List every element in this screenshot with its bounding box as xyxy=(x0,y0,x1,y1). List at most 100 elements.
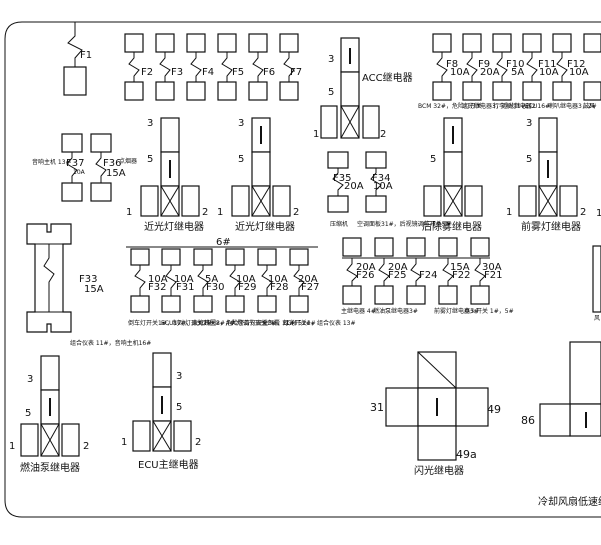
partial-component-right xyxy=(592,245,601,313)
fuse-f1[interactable]: F1 xyxy=(63,22,92,96)
fuse-note: 远光继电器3，近光继电器2 xyxy=(462,102,536,110)
fuse-f6[interactable]: F6 xyxy=(248,33,275,101)
fuse-f11[interactable]: F11 10A ECU16# xyxy=(522,33,559,110)
low-beam-relay-1[interactable]: 3 5 1 2 近光灯继电器 xyxy=(126,117,208,233)
pin-label: 49a xyxy=(456,448,477,461)
pin-label: 3 xyxy=(328,54,334,65)
fuse-label: F3 xyxy=(171,67,183,78)
acc-relay[interactable]: 3 5 1 2 ACC继电器 xyxy=(313,37,413,140)
fuse-f10[interactable]: F10 5A 行李厢灯1#， xyxy=(492,33,532,110)
fuse-label: F34 xyxy=(372,173,390,184)
fuse-f28[interactable]: 10A F28 安全气囊 11# xyxy=(256,248,295,327)
fuse-label: F30 xyxy=(206,282,224,293)
fuse-label: F35 xyxy=(333,173,351,184)
relay-name: 冷却风扇低速继 xyxy=(538,495,601,508)
fuse-rating: 20A xyxy=(344,181,364,192)
fuse-label: F32 xyxy=(148,282,166,293)
fuse-f5[interactable]: F5 xyxy=(217,33,244,101)
pin-label: 86 xyxy=(521,414,535,427)
relay-name: 近光灯继电器 xyxy=(235,220,295,233)
fuse-rating: 5A xyxy=(205,274,218,285)
fuse-label: F24 xyxy=(419,270,437,281)
fuse-f32[interactable]: 10A F32 倒车灯开关1#，制动灯开关2# xyxy=(128,248,212,327)
pin-label: 5 xyxy=(25,408,31,419)
fuse-rating: 15A xyxy=(84,284,104,295)
pin-label: 5 xyxy=(328,87,334,98)
fuse-f30[interactable]: 5A F30 大灯开关8#，大灯调节开关1# xyxy=(192,248,276,327)
fuse-label: F33 xyxy=(79,274,97,285)
fuse-f7[interactable]: F7 xyxy=(279,33,302,101)
fuse-note: 燃油泵继电器3# xyxy=(373,307,418,315)
fuse-f8[interactable]: F8 10A BCM 32#，危险灯开关 xyxy=(418,33,482,110)
middle-fuse-row: 10A F32 倒车灯开关1#，制动灯开关2# 10A F31 ECU17#，点… xyxy=(128,248,356,327)
fuse-note: 危险警告灯开关3#，灯光开关1# xyxy=(226,319,316,327)
fuse-label: F12 xyxy=(567,59,585,70)
fuse-f37[interactable]: F37 10A 音响主机 13# xyxy=(32,133,86,202)
fuse-note: BCM 32#，危险灯开关 xyxy=(418,102,482,110)
pin-label: 1 xyxy=(506,207,512,218)
cooling-fan-relay[interactable]: 86 冷却风扇低速继 xyxy=(521,341,601,508)
fuse-f22[interactable]: 15A F22 前雾灯继电器3# xyxy=(434,237,479,315)
fuse-note: 压缩机 xyxy=(330,220,348,228)
fuse-f12[interactable]: F12 10A 喇叭继电器3，2# xyxy=(548,33,597,110)
fuse-rating: 10A xyxy=(373,181,393,192)
fuse-note: ECU16# xyxy=(525,103,550,110)
fuse-note: 音响主机 13# xyxy=(32,158,71,166)
fuse-rating: 10A xyxy=(450,67,470,78)
fuse-note: ECU17#，点火线圈2，4# xyxy=(161,319,235,327)
relay-name: ECU主继电器 xyxy=(138,458,199,471)
fuse-rating: 10A xyxy=(73,169,86,176)
fuse-note: 点烟器 xyxy=(119,157,137,165)
fuse-rating: 20A xyxy=(298,274,318,285)
rear-defog-relay[interactable]: 5 后除雾继电器 xyxy=(422,117,483,233)
low-beam-relay-2[interactable]: 3 5 1 2 近光灯继电器 xyxy=(217,117,299,233)
fuse-f34[interactable]: F34 10A 空调面板31#，后视镜调节开关5# xyxy=(357,151,451,228)
fuse-f26[interactable]: 20A F26 主继电器 4# xyxy=(341,237,376,315)
flasher-relay[interactable]: 31 49 49a 闪光继电器 xyxy=(370,351,501,477)
fuse-f21[interactable]: 30A F21 点火开关 1#，5# xyxy=(464,237,514,315)
fuse-f36[interactable]: F36 15A 点烟器 xyxy=(90,133,137,202)
fuse-f29[interactable]: 10A F29 危险警告灯开关3#，灯光开关1# xyxy=(225,248,316,327)
fuse-partial-right[interactable]: 鼓风 xyxy=(583,33,601,110)
fuse-f3[interactable]: F3 xyxy=(155,33,183,101)
fuse-rating: 30A xyxy=(482,262,502,273)
pin-label: 49 xyxy=(487,403,501,416)
pin-label: 2 xyxy=(380,129,386,140)
fuse-label: F27 xyxy=(301,282,319,293)
fuse-rating: 20A xyxy=(356,262,376,273)
pin-label: 31 xyxy=(370,401,384,414)
top-right-fuse-row: F8 10A BCM 32#，危险灯开关 F9 20A 远光继电器3，近光继电器… xyxy=(418,33,601,110)
pin-label: 3 xyxy=(238,118,244,129)
fuel-pump-relay[interactable]: 3 5 1 2 燃油泵继电器 xyxy=(9,355,89,474)
pin-label: 5 xyxy=(430,154,436,165)
fuse-f2[interactable]: F2 xyxy=(124,33,153,101)
ecu-main-relay[interactable]: 3 5 1 2 ECU主继电器 xyxy=(121,352,201,471)
pin-label: 5 xyxy=(147,154,153,165)
fuse-f25[interactable]: 20A F25 燃油泵继电器3# xyxy=(373,237,418,315)
fuse-label: F36 xyxy=(103,158,121,169)
fuse-rating: 20A xyxy=(388,262,408,273)
fuse-f24[interactable]: F24 xyxy=(406,237,437,305)
fuse-f35[interactable]: F35 20A 压缩机 xyxy=(327,151,364,228)
fuse-label: F6 xyxy=(263,67,275,78)
fuse-label: F1 xyxy=(80,50,92,61)
fuse-f9[interactable]: F9 20A 远光继电器3，近光继电器2 xyxy=(462,33,536,110)
relay-name: 后除雾继电器 xyxy=(422,220,482,233)
pin-label: 1 xyxy=(9,441,15,452)
fuse-rating: 10A xyxy=(174,274,194,285)
fuse-f4[interactable]: F4 xyxy=(186,33,214,101)
fuse-f33[interactable]: F33 15A 组合仪表 11#，音响主机16# xyxy=(26,223,151,347)
fuse-note: 鼓风 xyxy=(583,102,595,110)
fuse-label: F37 xyxy=(66,158,84,169)
pin-label: 2 xyxy=(580,207,586,218)
relay-name: 前雾灯继电器 xyxy=(521,220,581,233)
fuse-f27[interactable]: 20A F27 BCM 52#，组合仪表 13# xyxy=(283,248,356,327)
fuse-f31[interactable]: 10A F31 ECU17#，点火线圈2，4# xyxy=(161,248,235,327)
pin-label: 1 xyxy=(313,129,319,140)
fuse-label: F31 xyxy=(176,282,194,293)
front-fog-relay[interactable]: 3 5 1 2 前雾灯继电器 xyxy=(506,117,586,233)
fuse-label: F4 xyxy=(202,67,214,78)
relay-name: 闪光继电器 xyxy=(414,464,464,477)
relay-name: 燃油泵继电器 xyxy=(20,461,80,474)
